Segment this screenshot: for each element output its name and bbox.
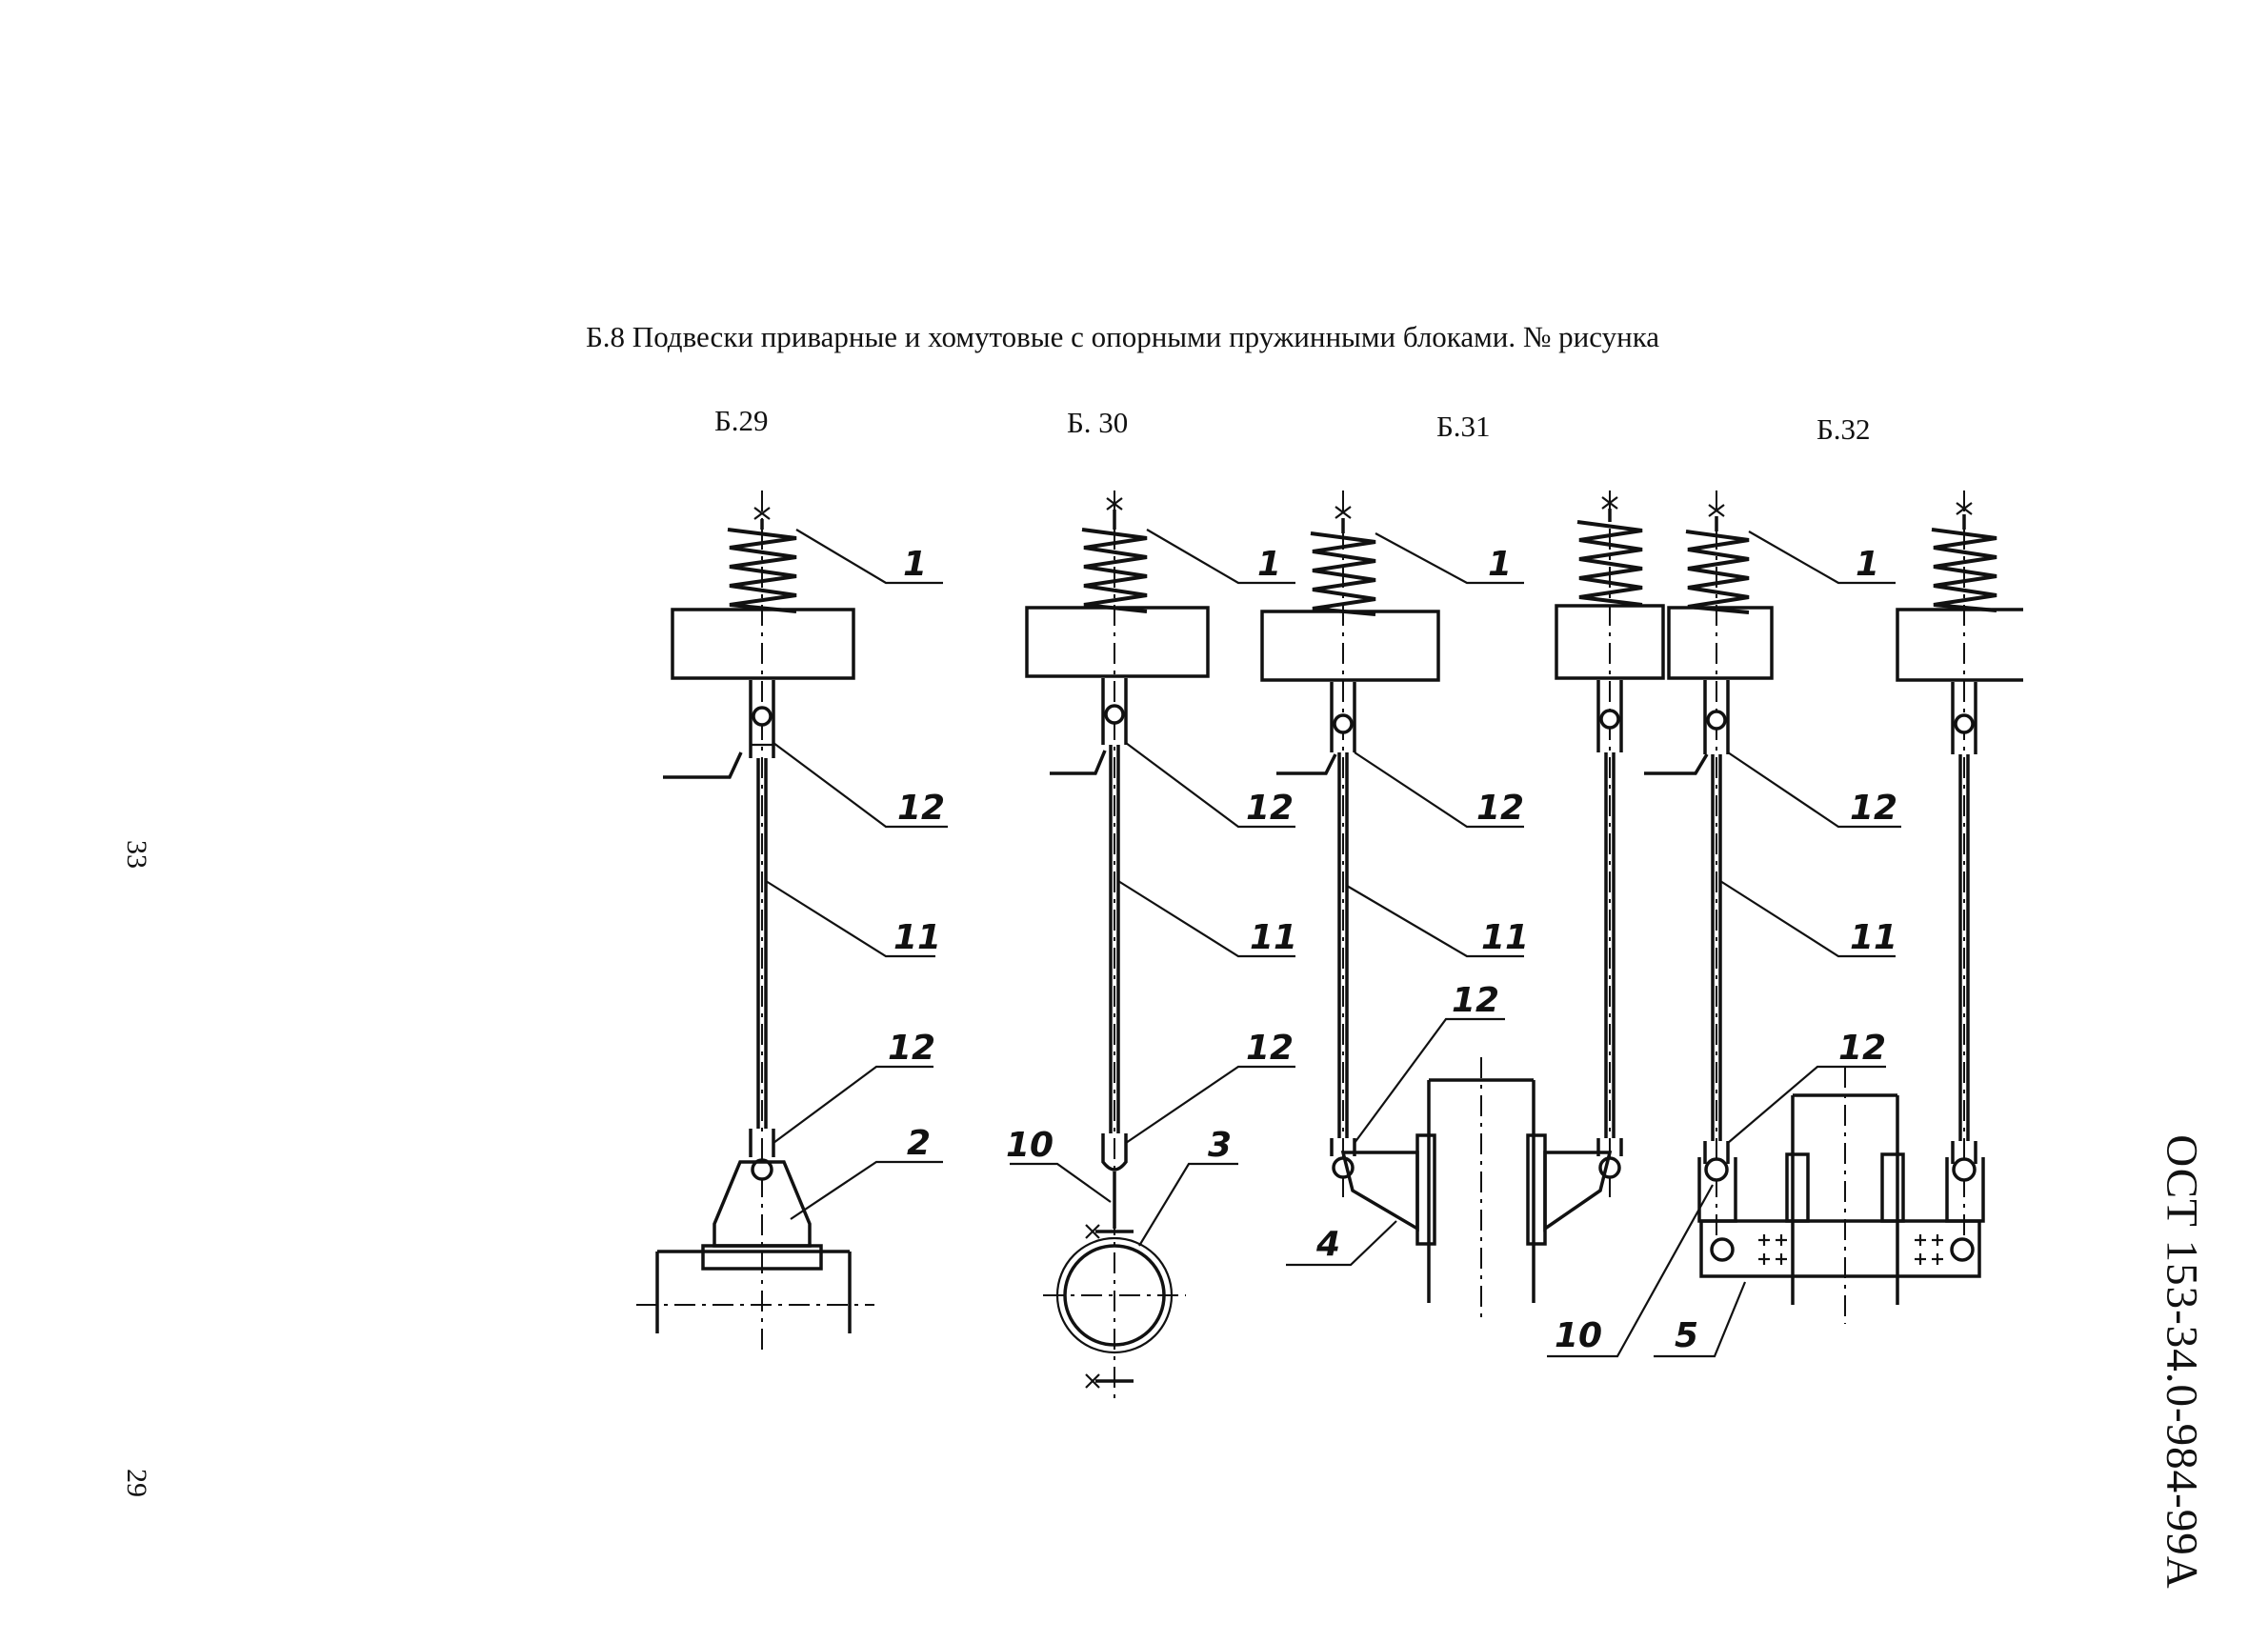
callout-1: 1 <box>1257 545 1281 584</box>
callout-12: 12 <box>1246 789 1294 828</box>
callout-11: 11 <box>893 918 941 957</box>
callout-12-lower: 12 <box>1452 981 1499 1020</box>
lug-right <box>1945 1157 1985 1223</box>
bolt-right <box>1950 1237 1975 1262</box>
callout-11: 11 <box>1481 918 1529 957</box>
callout-12: 12 <box>1850 789 1897 828</box>
hanger-b29: 1 12 11 12 2 <box>636 491 948 1352</box>
spring-assembly-right <box>1576 496 1643 607</box>
callout-11: 11 <box>1850 918 1897 957</box>
figure-label-b31: Б.31 <box>1436 410 1491 443</box>
callout-3: 3 <box>1208 1126 1232 1165</box>
figure-label-b29: Б.29 <box>714 404 769 437</box>
callout-5: 5 <box>1675 1316 1698 1355</box>
hanger-b32: 1 12 11 12 10 5 <box>1547 491 2023 1358</box>
callout-12-lower: 12 <box>1246 1029 1294 1068</box>
spring-assembly-right <box>1931 502 1997 612</box>
callout-4: 4 <box>1315 1225 1340 1264</box>
support-block <box>1025 606 1210 678</box>
support-block <box>671 608 855 680</box>
hanger-b31: 1 12 11 12 4 <box>1260 491 1665 1324</box>
vertical-pipe <box>1415 1057 1547 1324</box>
spring-assembly <box>727 507 797 613</box>
top-coupling <box>1101 678 1128 745</box>
pipe-clamp <box>1043 1224 1186 1389</box>
top-coupling <box>749 680 775 758</box>
weld-leader <box>663 751 743 779</box>
bottom-coupling <box>1101 1133 1128 1229</box>
callout-2: 2 <box>907 1124 931 1163</box>
spring-assembly-left <box>1310 506 1376 616</box>
hanger-b30: 1 12 11 12 10 3 <box>1006 491 1297 1400</box>
vertical-pipe <box>1785 1067 1905 1324</box>
support-block-right <box>1896 608 2023 682</box>
spring-assembly <box>1081 497 1148 613</box>
callout-12-lower: 12 <box>1838 1029 1886 1068</box>
fastener-marks <box>1758 1234 1943 1265</box>
top-coupling-right <box>1596 680 1623 752</box>
bracket-right <box>1543 1151 1613 1232</box>
callout-11: 11 <box>1250 918 1297 957</box>
callout-12: 12 <box>897 789 945 828</box>
section-title: Б.8 Подвески приварные и хомутовые с опо… <box>586 320 1660 353</box>
spring-assembly-left <box>1685 504 1750 614</box>
figure-label-b32: Б.32 <box>1816 412 1871 446</box>
callout-10: 10 <box>1006 1126 1054 1165</box>
cross-beam <box>1699 1219 1981 1278</box>
figure-label-b30: Б. 30 <box>1067 406 1129 439</box>
weld-leader <box>1050 750 1107 775</box>
top-coupling-right <box>1951 682 1977 754</box>
callout-1: 1 <box>1856 545 1879 584</box>
callout-1: 1 <box>903 545 927 584</box>
support-block-right <box>1555 604 1665 680</box>
callout-10: 10 <box>1555 1316 1602 1355</box>
bracket-left <box>1340 1151 1419 1232</box>
top-coupling-left <box>1703 680 1730 754</box>
callout-12-lower: 12 <box>888 1029 935 1068</box>
pipe-section <box>636 1250 874 1333</box>
top-coupling-left <box>1330 682 1356 752</box>
callout-1: 1 <box>1488 545 1512 584</box>
lug-left <box>1697 1157 1737 1223</box>
bolt-left <box>1710 1237 1735 1262</box>
support-block-left <box>1260 610 1440 682</box>
weld-pad <box>701 1244 823 1271</box>
support-block-left <box>1667 606 1774 680</box>
callout-12: 12 <box>1476 789 1524 828</box>
